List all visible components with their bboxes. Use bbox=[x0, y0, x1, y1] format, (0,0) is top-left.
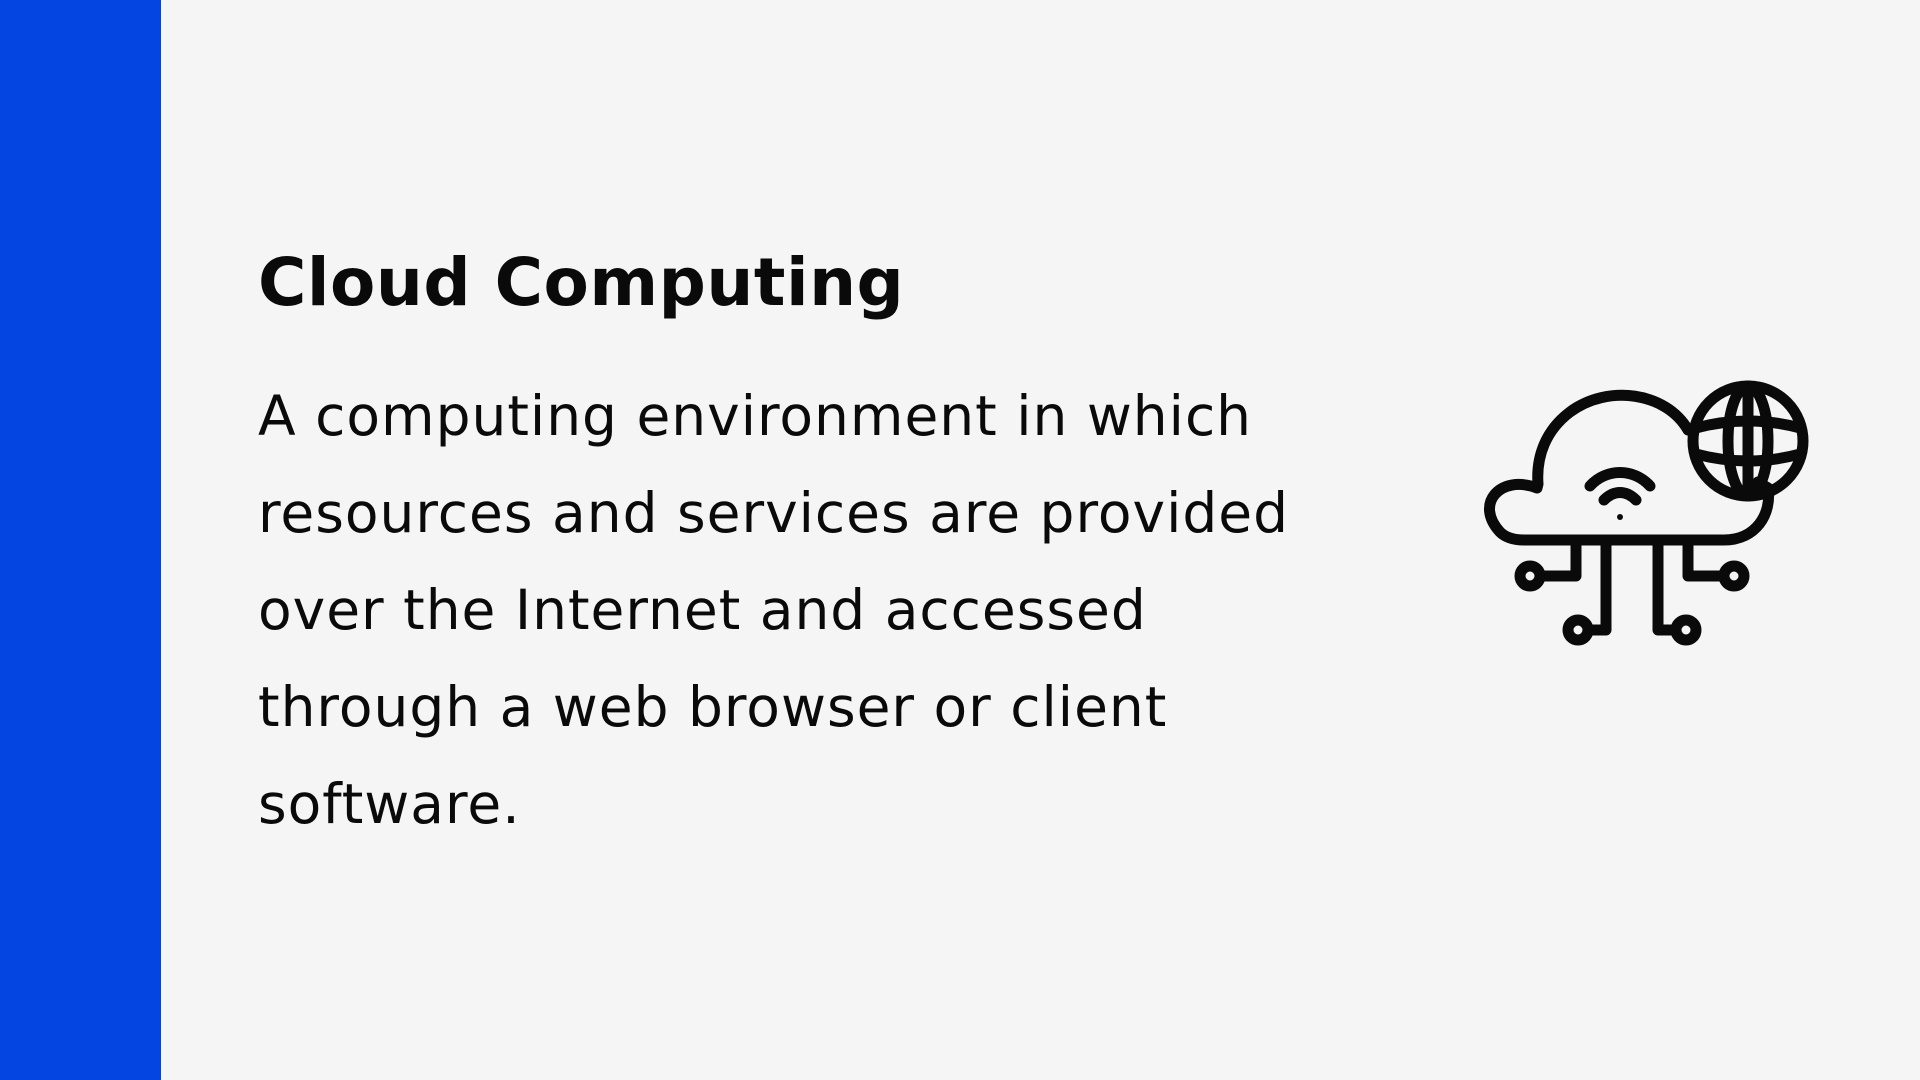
accent-bar bbox=[0, 0, 161, 1080]
circuit-lines bbox=[1514, 534, 1750, 646]
description-line: resources and services are provided bbox=[258, 481, 1290, 545]
wifi-dot bbox=[1617, 514, 1623, 520]
cloud-network-globe-icon bbox=[1484, 380, 1809, 646]
globe-icon bbox=[1687, 380, 1809, 502]
description-line: over the Internet and accessed bbox=[258, 578, 1147, 642]
description-line: software. bbox=[258, 772, 521, 836]
slide-title: Cloud Computing bbox=[258, 244, 905, 321]
slide-description: A computing environment in which resourc… bbox=[258, 368, 1458, 853]
cloud-outline bbox=[1484, 389, 1775, 546]
wifi-arc-inner bbox=[1598, 487, 1642, 506]
description-line: through a web browser or client bbox=[258, 675, 1168, 739]
wifi-arc-outer bbox=[1584, 467, 1656, 492]
description-line: A computing environment in which bbox=[258, 384, 1253, 448]
